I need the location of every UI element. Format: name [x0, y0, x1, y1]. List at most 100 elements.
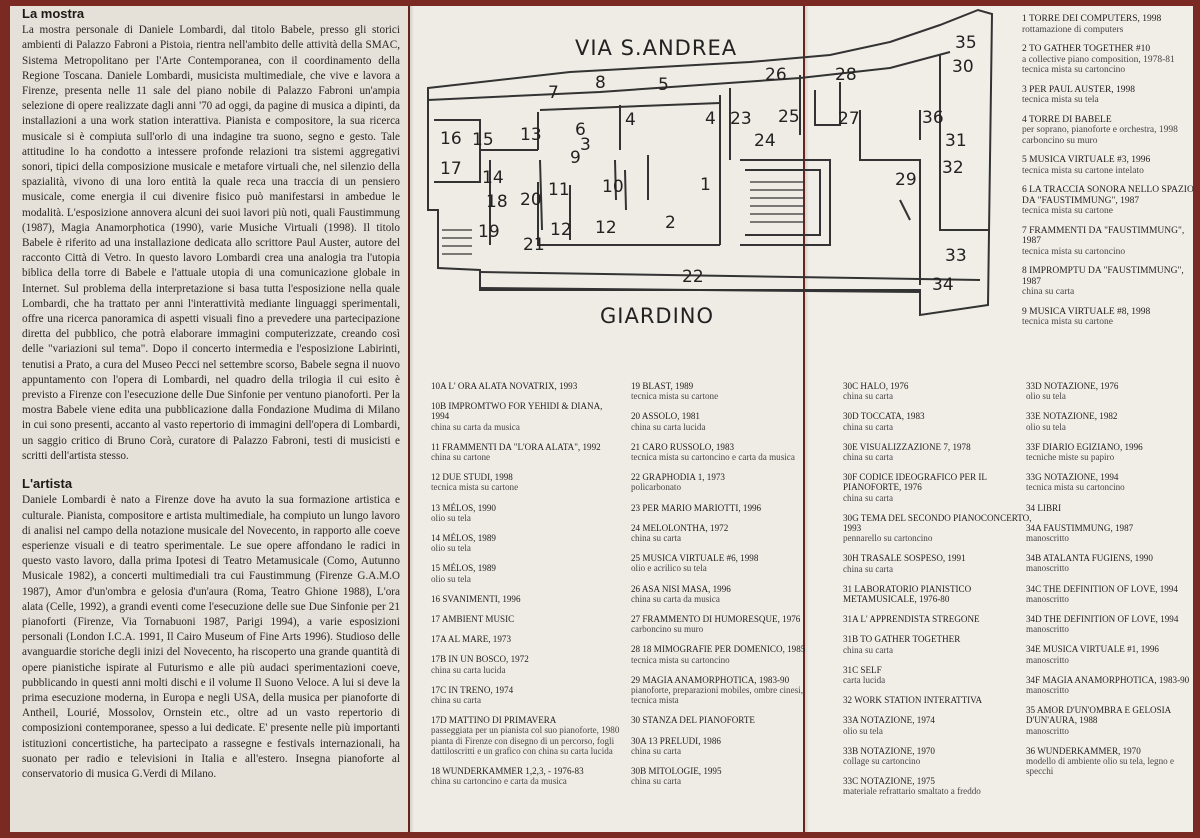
- work-title: 18 WUNDERKAMMER 1,2,3, - 1976-83: [431, 766, 584, 777]
- room-label: 15: [472, 130, 494, 150]
- work-technique: china su carta: [843, 563, 893, 574]
- work-technique: china su carta: [631, 533, 681, 544]
- list-item: 23 PER MARIO MARIOTTI, 1996: [631, 503, 821, 513]
- work-title: 16 SVANIMENTI, 1996: [431, 593, 521, 604]
- work-title: 17a AL MARE, 1973: [431, 634, 511, 645]
- work-technique: tecnica mista su cartone: [431, 482, 519, 493]
- room-label: 3: [580, 135, 591, 155]
- work-technique: tecnica mista su cartoncino e carta da m…: [631, 452, 795, 463]
- room-label: 35: [955, 33, 977, 53]
- work-title: 34a FAUSTIMMUNG, 1987: [1026, 522, 1134, 533]
- right-panel: [805, 6, 1193, 832]
- list-item: 34 LIBRI: [1026, 503, 1196, 513]
- work-technique: carta lucida: [843, 675, 886, 686]
- room-label: 10: [602, 177, 624, 197]
- list-item: 31a L' APPRENDISTA STREGONE: [843, 614, 1033, 624]
- work-title: 32 WORK STATION INTERATTIVA: [843, 695, 983, 706]
- work-title: 33f DIARIO EGIZIANO, 1996: [1026, 441, 1143, 452]
- work-technique: modello di ambiente olio su tela, legno …: [1026, 756, 1174, 777]
- work-title: 34c THE DEFINITION OF LOVE, 1994: [1026, 583, 1178, 594]
- work-technique: tecnica mista su cartoncino: [631, 654, 730, 665]
- room-label: 16: [440, 129, 462, 149]
- artista-paragraph: Daniele Lombardi è nato a Firenze dove h…: [22, 494, 400, 780]
- work-technique: manoscritto: [1026, 563, 1069, 574]
- work-title: 35 AMOR D'UN'OMBRA E GELOSIA D'UN'AURA, …: [1026, 705, 1171, 726]
- room-label: 36: [922, 108, 944, 128]
- room-label: 9: [570, 148, 581, 168]
- work-title: 17b IN UN BOSCO, 1972: [431, 654, 529, 665]
- mostra-heading: La mostra: [22, 6, 85, 21]
- work-title: 31c SELF: [843, 664, 882, 675]
- work-title: 34f MAGIA ANAMORPHOTICA, 1983-90: [1026, 674, 1190, 685]
- work-technique: china su carta lucida: [631, 421, 706, 432]
- room-label: 23: [730, 109, 752, 129]
- work-title: 33c NOTAZIONE, 1975: [843, 776, 935, 787]
- work-technique: manoscritto: [1026, 685, 1069, 696]
- work-technique: pennarello su cartoncino: [843, 533, 933, 544]
- room-label: 4: [705, 109, 716, 129]
- work-title: 31b TO GATHER TOGETHER: [843, 634, 961, 645]
- list-item: 34f MAGIA ANAMORPHOTICA, 1983-90manoscri…: [1026, 675, 1196, 695]
- fold-line: [408, 6, 414, 832]
- work-title: 30b MITOLOGIE, 1995: [631, 766, 722, 777]
- floor-plan: VIA S.ANDREA GIARDINO 1 2 3 4 4 5 6 7 8 …: [427, 8, 994, 328]
- list-item: 17 AMBIENT MUSIC: [431, 614, 621, 624]
- work-technique: olio su tela: [843, 725, 883, 736]
- work-title: 25 MUSICA VIRTUALE #6, 1998: [631, 553, 759, 564]
- list-item: 30 STANZA DEL PIANOFORTE: [631, 715, 821, 725]
- room-label: 1: [700, 175, 711, 195]
- room-label: 7: [548, 83, 559, 103]
- work-title: 21 CARO RUSSOLO, 1983: [631, 441, 735, 452]
- work-title: 10a L' ORA ALATA NOVATRIX, 1993: [431, 381, 578, 391]
- work-title: 30g TEMA DEL SECONDO PIANOCONCERTO, 1993: [843, 512, 1032, 534]
- work-title: 15 MÉLOS, 1989: [431, 563, 496, 574]
- room-label: 19: [478, 222, 500, 242]
- work-title: 30e VISUALIZZAZIONE 7, 1978: [843, 441, 971, 452]
- work-title: 14 MÉLOS, 1989: [431, 533, 496, 544]
- room-label: 30: [952, 57, 974, 77]
- work-title: 30c HALO, 1976: [843, 381, 909, 391]
- work-technique: pianoforte, preparazioni mobiles, ombre …: [631, 685, 803, 706]
- work-title: 33a NOTAZIONE, 1974: [843, 715, 935, 726]
- room-label: 11: [548, 180, 570, 200]
- list-item: 16 SVANIMENTI, 1996: [431, 594, 621, 604]
- mostra-paragraph: La mostra personale di Daniele Lombardi,…: [22, 24, 400, 462]
- work-title: 30 STANZA DEL PIANOFORTE: [631, 715, 755, 726]
- work-technique: china su cartone: [431, 452, 491, 463]
- street-label-bottom: GIARDINO: [600, 304, 714, 328]
- work-title: 26 ASA NISI MASA, 1996: [631, 583, 731, 594]
- work-title: 27 FRAMMENTO DI HUMORESQUE, 1976: [631, 614, 801, 625]
- room-label: 6: [575, 120, 586, 140]
- list-item: 10b IMPROMTWO FOR YEHIDI & DIANA, 1994ch…: [431, 401, 621, 432]
- room-label: 29: [895, 170, 917, 190]
- left-panel: [10, 6, 408, 832]
- room-label: 21: [523, 235, 545, 255]
- room-label: 18: [486, 192, 508, 212]
- room-label: 33: [945, 246, 967, 266]
